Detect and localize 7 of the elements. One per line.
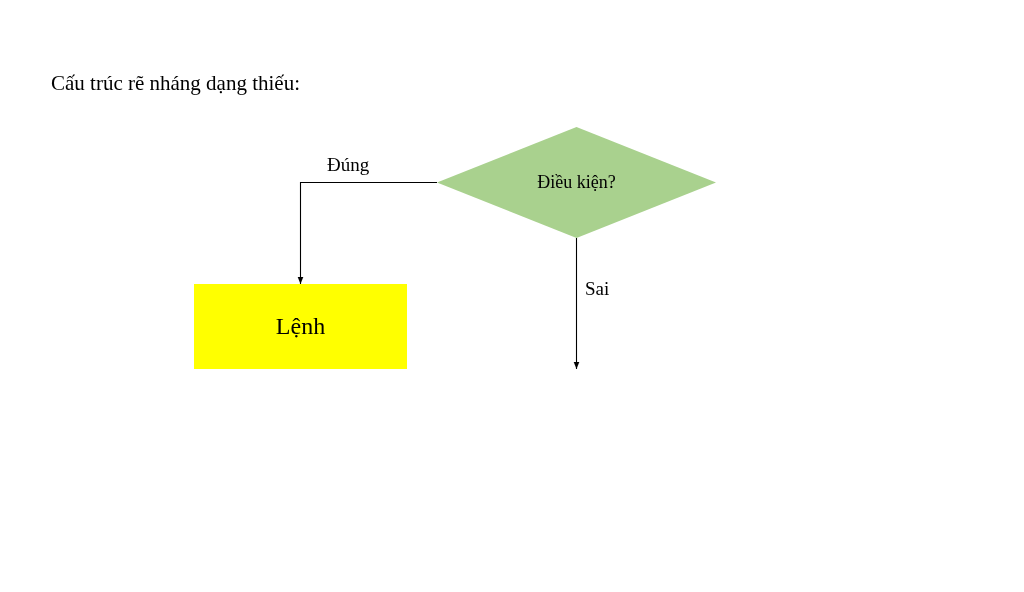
statement-text: Lệnh — [275, 312, 326, 341]
connector-arrow — [573, 237, 580, 370]
process-box — [194, 284, 407, 369]
decision-diamond — [437, 127, 716, 238]
condition-text: Điều kiện? — [537, 171, 616, 194]
connector-arrow — [297, 181, 438, 285]
diagram-title: Cấu trúc rẽ nháng dạng thiếu: — [51, 70, 300, 97]
